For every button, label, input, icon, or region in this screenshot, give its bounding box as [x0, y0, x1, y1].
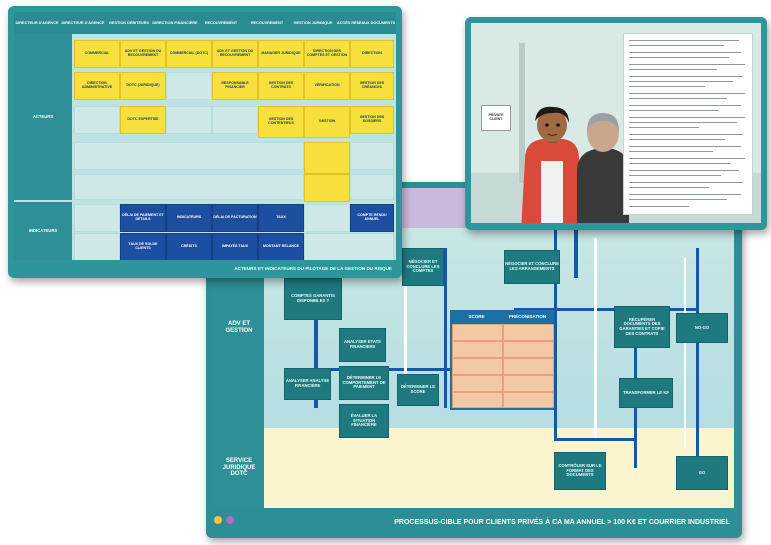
- table-cell: [452, 341, 503, 358]
- table-cell: [452, 392, 503, 408]
- actor-cell: [304, 142, 350, 174]
- actors-slide: DIRECTEUR D'AGENCE DIRECTEUR D'AGENCE GE…: [8, 6, 402, 278]
- actors-matrix: DIRECTEUR D'AGENCE DIRECTEUR D'AGENCE GE…: [14, 12, 396, 260]
- actor-cell: GESTION DES CRÉANCES: [350, 72, 394, 100]
- process-box: GO: [676, 456, 728, 490]
- logo-dot-icon: [226, 516, 234, 524]
- empty-cell: [212, 106, 258, 134]
- process-box: CONTRÔLER SUR LE FORMAT DES DOCUMENTS: [554, 452, 606, 490]
- indicator-cell: MONTANT RELANCE: [258, 233, 304, 260]
- process-slide: ADV ET GESTION SERVICE JURIDIQUE DOTC CO…: [206, 182, 742, 538]
- slide-footer: ACTEURS ET INDICATEURS DU PILOTAGE DE LA…: [234, 266, 392, 272]
- woman-character-icon: [521, 106, 583, 223]
- column-header: GESTION JURIDIQUE: [290, 12, 337, 34]
- actor-cell: DIRECTION: [350, 40, 394, 68]
- column-header: ACCÈS RÉSEAUX DOCUMENTS: [336, 12, 396, 34]
- process-box: TRANSFORMER LE KF: [619, 378, 673, 408]
- process-box: DÉTERMINER LE COMPORTEMENT DE PAIEMENT: [339, 366, 389, 400]
- table-cell: [452, 324, 503, 341]
- actor-cell: DIRECTION DES COMPTES ET GESTION: [304, 40, 350, 68]
- actor-cell: GESTION DES CONTRATS: [258, 72, 304, 100]
- column-header: DIRECTION FINANCIÈRE: [152, 12, 199, 34]
- empty-cell: [74, 142, 304, 170]
- actor-cell: [304, 174, 350, 202]
- actor-cell: RESPONSABLE FINANCIER: [212, 72, 258, 100]
- column-header: RECOUVREMENT: [198, 12, 245, 34]
- table-cell: [503, 392, 554, 408]
- empty-cell: [304, 233, 394, 260]
- process-box: ÉVALUER LA SITUATION FINANCIÈRE: [339, 404, 389, 438]
- column-header: DIRECTEUR D'AGENCE: [14, 12, 61, 34]
- table-cell: [503, 324, 554, 341]
- actor-cell: COMMERCIAL (DOTC): [166, 40, 212, 68]
- indicator-cell: DÉLAI DE FACTURATION: [212, 204, 258, 232]
- empty-cell: [166, 106, 212, 134]
- actor-cell: DOTC EXPERTISE: [120, 106, 166, 134]
- score-table: SCORE PRÉCONISATION: [450, 310, 554, 410]
- indicator-cell: INDICATEURS: [166, 204, 212, 232]
- empty-cell: [166, 72, 212, 100]
- table-header: PRÉCONISATION: [503, 312, 552, 322]
- process-box: NÉGOCIER ET CONCLURE LES ARRANGEMENTS: [504, 250, 560, 284]
- process-box: NÉGOCIER ET CONCLURE LES COMPTES: [402, 248, 444, 286]
- actor-cell: GESTION: [304, 106, 350, 138]
- actor-cell: ADV ET GESTION DU RECOUVREMENT: [212, 40, 258, 68]
- actor-cell: COMMERCIAL: [74, 40, 120, 68]
- actor-cell: VÉRIFICATION: [304, 72, 350, 100]
- indicator-cell: CRÉDITS: [166, 233, 212, 260]
- table-cell: [452, 358, 503, 375]
- empty-cell: [74, 174, 304, 200]
- column-header: RECOUVREMENT: [244, 12, 291, 34]
- empty-cell: [74, 233, 120, 260]
- logo-dot-icon: [214, 516, 222, 524]
- process-box: ANALYSER ANALYSE FINANCIÈRE: [284, 368, 331, 400]
- transcript-panel: [623, 33, 753, 215]
- process-box: ANALYSER ETATS FINANCIERS: [339, 328, 386, 362]
- video-scene: PRIVATE CLIENT: [471, 23, 761, 223]
- indicator-cell: DÉLAI DE PAIEMENT ET DÉTAILS: [120, 204, 166, 232]
- table-cell: [503, 375, 554, 392]
- slide-footer: PROCESSUS-CIBLE POUR CLIENTS PRIVÉS À CA…: [394, 519, 730, 527]
- empty-cell: [74, 204, 120, 232]
- actor-cell: MANAGER JURIDIQUE: [258, 40, 304, 68]
- man-character-icon: [577, 113, 629, 223]
- indicator-cell: IMPAYÉS TAUX: [212, 233, 258, 260]
- empty-cell: [350, 142, 394, 170]
- indicator-cell: TAUX DE SOLDE CLIENTS: [120, 233, 166, 260]
- empty-cell: [304, 204, 350, 232]
- column-header: DIRECTEUR D'AGENCE: [60, 12, 107, 34]
- process-box: DÉTERMINER LE SCORE: [397, 374, 439, 406]
- actor-cell: DOTC (JURIDIQUE): [120, 72, 166, 100]
- actor-cell: DIRECTION ADMINISTRATIVE: [74, 72, 120, 100]
- video-slide: PRIVATE CLIENT: [465, 17, 767, 230]
- actor-cell: ADV ET GESTION DU RECOUVREMENT: [120, 40, 166, 68]
- lane-juridique: [214, 428, 734, 508]
- row-label-indicateurs: INDICATEURS: [14, 202, 72, 260]
- process-box: COMPTES GARANTIS DISPONIBLES ?: [284, 278, 342, 320]
- column-header: GESTION DÉBITEURS: [106, 12, 153, 34]
- actor-cell: GESTION DES CONTENTIEUX: [258, 106, 304, 138]
- door-sign: PRIVATE CLIENT: [481, 105, 511, 131]
- process-box: NO-GO: [676, 313, 728, 343]
- table-cell: [503, 341, 554, 358]
- row-label-acteurs: ACTEURS: [14, 34, 72, 200]
- empty-cell: [350, 174, 394, 200]
- table-cell: [452, 375, 503, 392]
- empty-cell: [74, 106, 120, 134]
- actor-cell: GESTION DES DOSSIERS: [350, 106, 394, 134]
- process-diagram: ADV ET GESTION SERVICE JURIDIQUE DOTC CO…: [214, 188, 734, 508]
- table-cell: [503, 358, 554, 375]
- process-box: RÉCUPÉRER DOCUMENTS DES GARANTIES ET COP…: [614, 306, 670, 348]
- indicator-cell: COMPTE RENDU ANNUEL: [350, 204, 394, 232]
- lane-label-juridique: SERVICE JURIDIQUE DOTC: [214, 428, 264, 508]
- indicator-cell: TAUX: [258, 204, 304, 232]
- table-header: SCORE: [452, 312, 501, 322]
